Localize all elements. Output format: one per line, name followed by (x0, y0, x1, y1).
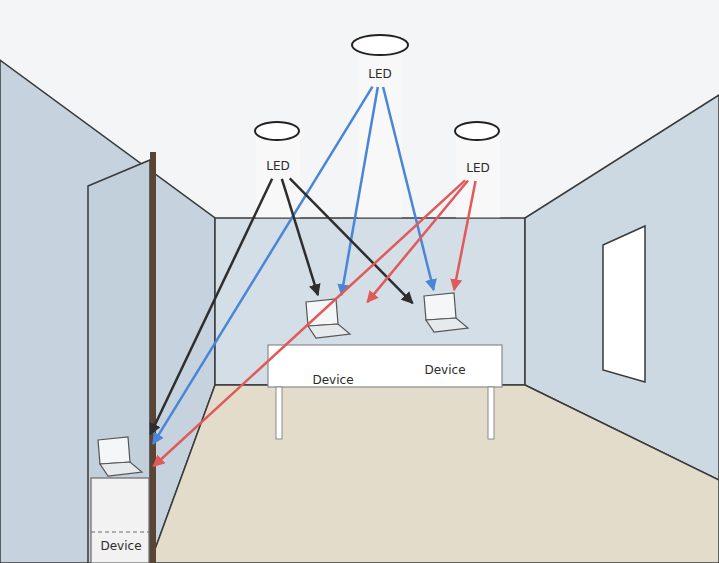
led-label: LED (368, 67, 392, 82)
window (603, 226, 645, 382)
light-beam (456, 138, 500, 218)
cabinet-edge (91, 531, 149, 532)
led-light: LED (262, 156, 294, 177)
table-top (268, 345, 502, 387)
table-leg (488, 387, 494, 439)
laptop-icon (424, 293, 468, 332)
light-ray-arrow (454, 181, 475, 290)
cabinet (91, 478, 149, 563)
door-frame (150, 152, 156, 563)
table-leg (276, 387, 282, 439)
light-ray-arrow (153, 87, 372, 444)
device-node: Device (300, 297, 366, 390)
light-ray-arrow (367, 181, 468, 303)
led-label: LED (266, 159, 290, 174)
ceiling-lamp (455, 122, 499, 140)
door-panel (88, 160, 150, 563)
led-label: LED (466, 161, 490, 176)
light-ray-arrow (150, 179, 272, 434)
light-ray-arrow (153, 180, 465, 466)
device-node: Device (90, 436, 152, 556)
device-label: Device (424, 363, 465, 378)
light-ray-arrow (383, 87, 433, 290)
light-ray-arrow (282, 179, 318, 295)
ceiling-lamp (255, 122, 299, 140)
led-light: LED (462, 158, 494, 179)
light-beam (256, 138, 300, 218)
led-light: LED (364, 64, 396, 85)
device-label: Device (100, 539, 141, 554)
laptop-icon (98, 437, 142, 476)
floor (150, 385, 719, 563)
ceiling-lamp (352, 35, 408, 55)
device-label: Device (312, 373, 353, 388)
device-node: Device (414, 292, 476, 380)
